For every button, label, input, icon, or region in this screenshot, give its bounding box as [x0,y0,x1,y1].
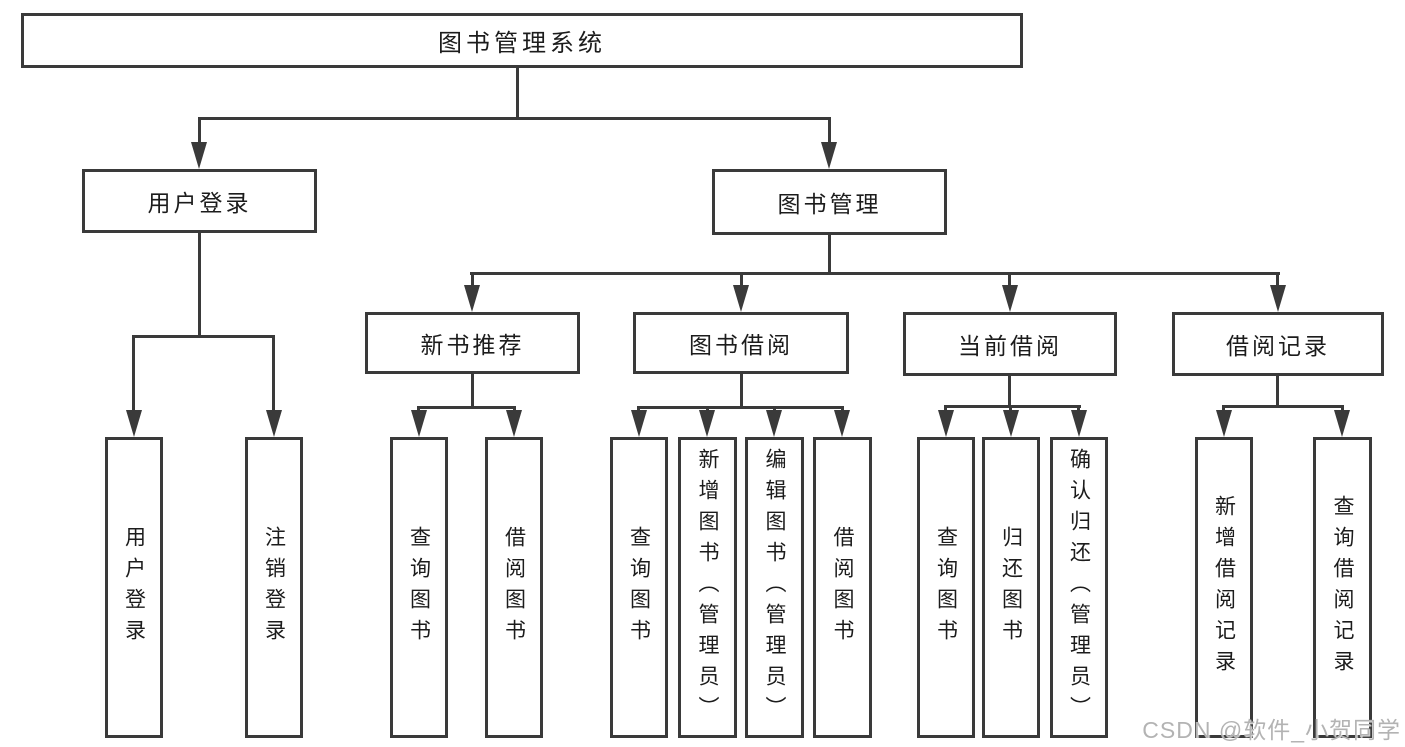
node-leaf-query-books-current: 查询图书 [917,437,975,738]
arrowhead-down [938,410,954,437]
node-borrowing-records: 借阅记录 [1172,312,1384,376]
node-label: 新增图书（管理员） [696,448,719,727]
connector-line [828,235,831,275]
node-leaf-query-books-borrow: 查询图书 [610,437,668,738]
node-label: 借阅记录 [1226,333,1330,359]
connector-line [1008,376,1011,408]
connector-line [1276,272,1279,290]
arrowhead-down [733,285,749,312]
node-book-management: 图书管理 [712,169,947,235]
node-book-borrowing: 图书借阅 [633,312,849,374]
arrowhead-down [1071,410,1087,437]
node-label: 查询图书 [407,525,431,650]
arrowhead-down [464,285,480,312]
arrowhead-down [631,410,647,437]
connector-line [740,374,743,409]
connector-line [198,232,201,338]
connector-line [132,335,275,338]
arrowhead-down [506,410,522,437]
arrowhead-down [821,142,837,169]
connector-line [470,272,1280,275]
node-label: 图书借阅 [689,332,793,358]
arrowhead-down [1002,285,1018,312]
connector-line [471,272,474,290]
connector-line [637,406,844,409]
node-leaf-query-books-recommend: 查询图书 [390,437,448,738]
connector-line [944,405,1081,408]
connector-line [516,68,519,119]
arrowhead-down [766,410,782,437]
node-leaf-query-borrow-record: 查询借阅记录 [1313,437,1372,738]
arrowhead-down [266,410,282,437]
node-leaf-user-login: 用户登录 [105,437,163,738]
node-leaf-add-borrow-record: 新增借阅记录 [1195,437,1253,738]
arrowhead-down [1334,410,1350,437]
arrowhead-down [699,410,715,437]
node-label: 查询借阅记录 [1331,494,1354,681]
node-label: 注销登录 [262,525,286,650]
connector-line [132,335,135,415]
connector-line [198,117,201,147]
node-new-book-recommendation: 新书推荐 [365,312,580,374]
node-current-borrowing: 当前借阅 [903,312,1117,376]
node-leaf-borrow-books-recommend: 借阅图书 [485,437,543,738]
connector-line [828,117,831,147]
node-label: 借阅图书 [831,525,854,650]
connector-line [417,406,516,409]
arrowhead-down [1003,410,1019,437]
node-leaf-borrow-books: 借阅图书 [813,437,872,738]
node-leaf-edit-books-admin: 编辑图书（管理员） [745,437,804,738]
node-label: 确认归还（管理员） [1067,448,1091,727]
node-label: 当前借阅 [958,333,1062,359]
node-leaf-logout: 注销登录 [245,437,303,738]
node-user-login: 用户登录 [82,169,317,233]
arrowhead-down [126,410,142,437]
connector-line [1222,405,1344,408]
node-leaf-confirm-return-admin: 确认归还（管理员） [1050,437,1108,738]
arrowhead-down [1270,285,1286,312]
connector-line [1276,376,1279,408]
connector-line [198,117,831,120]
connector-line [1008,272,1011,290]
node-label: 查询图书 [934,525,958,650]
node-label: 借阅图书 [502,525,526,650]
node-label: 新书推荐 [420,332,525,358]
node-label: 用户登录 [147,190,252,216]
arrowhead-down [1216,410,1232,437]
connector-line [272,335,275,415]
node-label: 编辑图书（管理员） [763,448,786,727]
node-label: 图书管理 [777,191,882,217]
node-label: 新增借阅记录 [1212,494,1236,681]
node-label: 归还图书 [999,525,1023,650]
connector-line [740,272,743,290]
node-label: 查询图书 [627,525,651,650]
arrowhead-down [834,410,850,437]
connector-line [471,374,474,409]
node-library-management-system: 图书管理系统 [21,13,1023,68]
arrowhead-down [411,410,427,437]
node-leaf-add-books-admin: 新增图书（管理员） [678,437,737,738]
arrowhead-down [191,142,207,169]
watermark: CSDN @软件_小贺同学 [1142,717,1401,743]
node-label: 用户登录 [122,525,146,650]
node-leaf-return-books: 归还图书 [982,437,1040,738]
node-label: 图书管理系统 [438,30,606,57]
